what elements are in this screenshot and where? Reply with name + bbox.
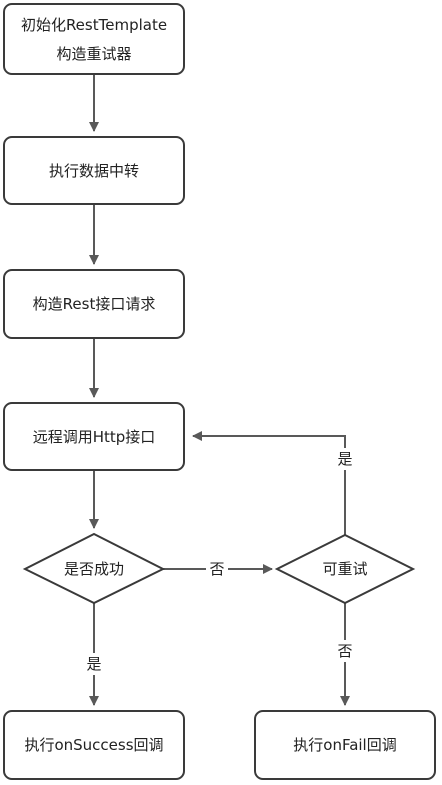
node-on-success-label: 执行onSuccess回调 xyxy=(24,736,163,754)
node-retry-check-label: 可重试 xyxy=(322,560,367,578)
node-init-line1: 初始化RestTemplate xyxy=(21,16,167,34)
node-on-fail: 执行onFail回调 xyxy=(254,710,436,780)
node-build-request: 构造Rest接口请求 xyxy=(3,269,185,339)
node-on-fail-label: 执行onFail回调 xyxy=(293,736,396,754)
node-remote-call: 远程调用Http接口 xyxy=(3,402,185,471)
edge-retry-check-yes-to-remote-call xyxy=(192,431,346,535)
edge-label-success-yes: 是 xyxy=(86,655,101,673)
node-build-request-label: 构造Rest接口请求 xyxy=(33,295,156,313)
node-retry-check: 可重试 xyxy=(274,533,416,605)
node-transfer: 执行数据中转 xyxy=(3,136,185,205)
edge-label-retry-yes: 是 xyxy=(337,450,352,468)
node-init-line2: 构造重试器 xyxy=(56,45,131,63)
node-success-check: 是否成功 xyxy=(22,532,166,605)
node-remote-call-label: 远程调用Http接口 xyxy=(33,428,156,446)
node-on-success: 执行onSuccess回调 xyxy=(3,710,185,780)
node-success-check-label: 是否成功 xyxy=(64,560,124,578)
edge-label-retry-no: 否 xyxy=(337,642,352,660)
node-transfer-label: 执行数据中转 xyxy=(49,162,139,180)
edge-label-success-no: 否 xyxy=(209,560,224,578)
edge-labels: 是 否 是 否 xyxy=(84,448,355,675)
node-init: 初始化RestTemplate 构造重试器 xyxy=(3,3,185,75)
